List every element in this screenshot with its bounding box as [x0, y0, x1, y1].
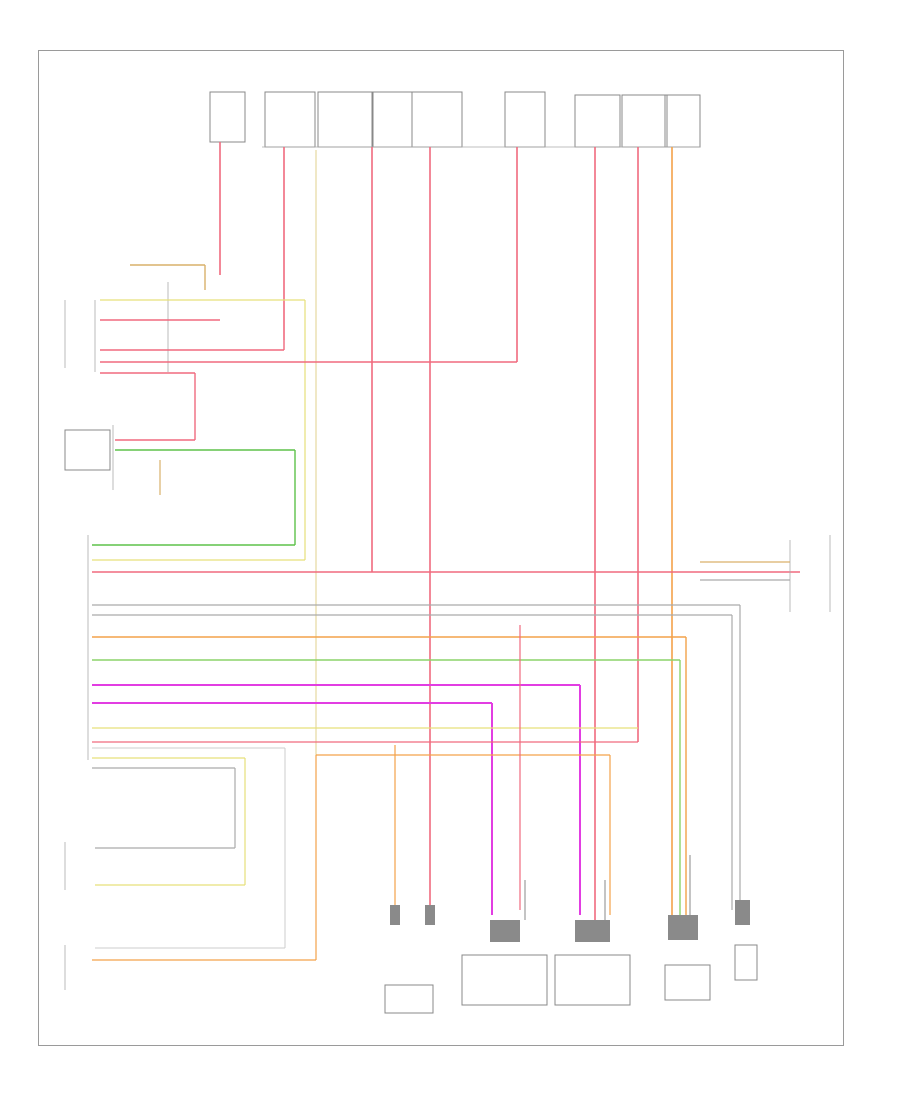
fuse-box-group [209, 91, 701, 148]
fuse-box-7 [574, 94, 621, 148]
fuse-box-9 [664, 94, 701, 148]
right-sensor-block [700, 535, 831, 612]
module-1-box [664, 964, 711, 1001]
ecm-connector [87, 535, 800, 961]
fuse-box-8 [621, 94, 668, 148]
control-unit-2-box [554, 954, 631, 1006]
ignition-switch-block [64, 264, 517, 560]
brake-pedal-sensor-block [64, 842, 285, 990]
ignition-key-block [64, 425, 296, 545]
sensor-1-box [384, 984, 434, 1014]
control-unit-1-box [461, 954, 548, 1006]
module-2-box [734, 944, 758, 981]
bottom-components [384, 855, 758, 1014]
fuse-box-3 [317, 91, 374, 148]
red-wires [219, 142, 639, 920]
fuse-box-1 [209, 91, 246, 143]
fuse-box-6 [504, 91, 546, 148]
fuse-box-2 [264, 91, 316, 148]
fuse-box-5 [411, 91, 463, 148]
fuse-box-4 [371, 91, 413, 148]
diagram-frame [38, 50, 844, 1046]
